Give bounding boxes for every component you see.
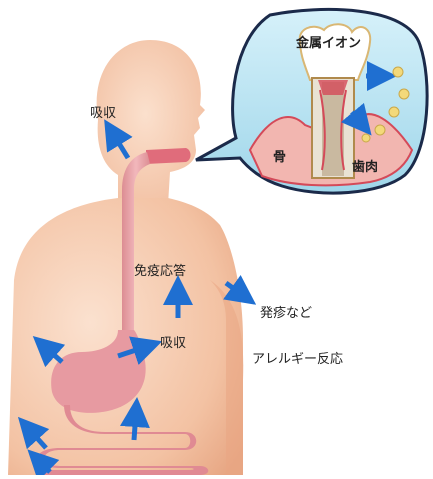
label-immune-response: 免疫応答 [134, 260, 186, 279]
label-gum: 歯肉 [352, 156, 378, 175]
label-bone: 骨 [273, 146, 286, 165]
label-rash: 発疹など [260, 302, 312, 321]
metal-ion-particle [375, 125, 385, 135]
label-metal-ions: 金属イオン [296, 32, 361, 51]
mouth [146, 148, 191, 164]
arrow-icon [134, 412, 136, 440]
metal-ion-particle [393, 67, 403, 77]
label-absorption-mid: 吸収 [160, 332, 186, 351]
metal-ion-particle [399, 89, 409, 99]
head [97, 40, 205, 205]
label-allergic-reaction: アレルギー反応 [252, 348, 343, 367]
metal-ion-particle [389, 107, 399, 117]
implant-collar [318, 80, 348, 95]
label-absorption-top: 吸収 [90, 102, 116, 121]
metal-ion-particle [362, 134, 370, 142]
